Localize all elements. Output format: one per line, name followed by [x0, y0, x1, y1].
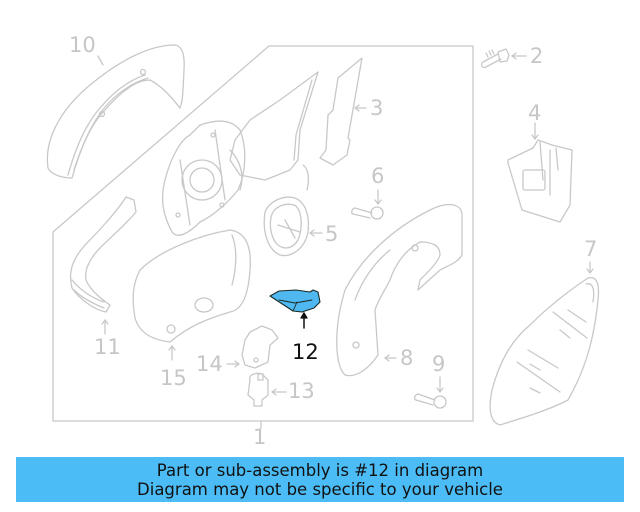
- info-banner: Part or sub-assembly is #12 in diagram D…: [16, 457, 624, 502]
- banner-line-part-number: Part or sub-assembly is #12 in diagram: [156, 460, 484, 480]
- part-10-mirror-cover: [46, 44, 185, 179]
- part-12-highlighted-bracket[interactable]: [269, 289, 321, 329]
- part-6-screw: [351, 189, 384, 220]
- callout-14: 14: [196, 352, 223, 376]
- callout-5: 5: [325, 222, 339, 246]
- part-14-small-bracket: [226, 325, 279, 369]
- callout-11: 11: [94, 335, 121, 359]
- part-15-lower-cover: [132, 229, 251, 361]
- callout-6: 6: [371, 164, 385, 188]
- assembly-frame: [52, 45, 474, 429]
- callout-1: 1: [253, 425, 267, 449]
- part-9-screw: [414, 376, 447, 409]
- callout-4: 4: [528, 101, 542, 125]
- part-5-actuator: [263, 196, 323, 257]
- callout-9: 9: [432, 352, 446, 376]
- callout-3: 3: [370, 96, 384, 120]
- callout-13: 13: [288, 379, 315, 403]
- part-2-bolt: [480, 48, 527, 69]
- part-11-turn-signal: [69, 196, 137, 335]
- mirror-base-housing: [161, 71, 319, 236]
- part-4-bracket: [507, 122, 573, 223]
- callout-7: 7: [584, 237, 598, 261]
- callout-8: 8: [400, 346, 414, 370]
- part-7-mirror-glass: [489, 261, 600, 426]
- banner-line-disclaimer: Diagram may not be specific to your vehi…: [137, 479, 503, 499]
- part-3-trim: [319, 57, 367, 166]
- part-8-inner-cover: [336, 203, 463, 377]
- part-13-motor-unit: [247, 372, 287, 407]
- callout-2: 2: [530, 44, 544, 68]
- callout-15: 15: [160, 366, 187, 390]
- callout-12[interactable]: 12: [292, 340, 319, 364]
- callout-10: 10: [69, 33, 96, 57]
